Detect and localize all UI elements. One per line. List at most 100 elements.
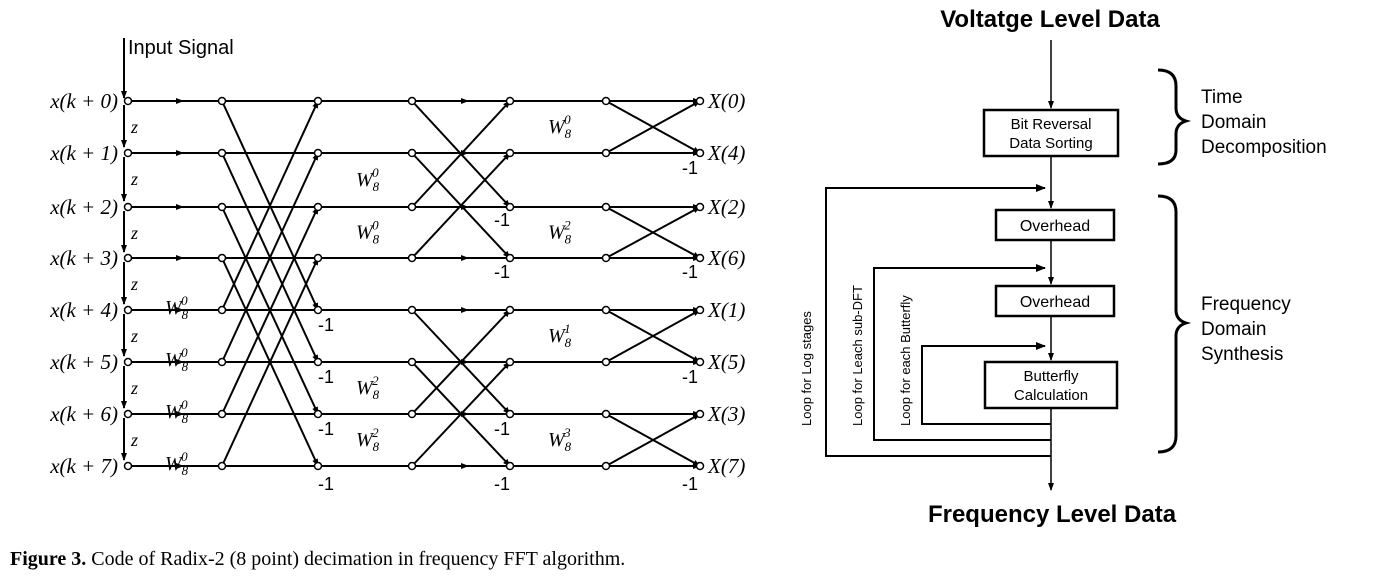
node-5-1 — [217, 357, 227, 367]
cross1-up-0 — [221, 100, 319, 311]
node-7-2 — [313, 461, 323, 471]
time-domain-line1: Time — [1201, 87, 1243, 108]
delay-label-4: z — [130, 326, 138, 346]
twiddle-s2-1: W80 — [356, 218, 380, 247]
delay-label-3: z — [130, 274, 138, 294]
node-7-5 — [601, 461, 611, 471]
butterfly-line1: Butterfly — [1023, 368, 1079, 385]
twiddle-s2-3: W82 — [356, 425, 380, 454]
cross2-up-3 — [411, 361, 511, 467]
delay-label-2: z — [130, 223, 138, 243]
butterfly-line2: Calculation — [1014, 387, 1088, 404]
node-1-6 — [695, 148, 705, 158]
minus-one-1: -1 — [318, 367, 334, 387]
frequency-level-title: Frequency Level Data — [928, 501, 1177, 528]
node-3-4 — [505, 253, 515, 263]
loop-sub-dft-label: Loop for Leach sub-DFT — [850, 285, 865, 426]
input-label-1: x(k + 1) — [49, 141, 118, 165]
minus-one-7: -1 — [494, 474, 510, 494]
cross3-up-3 — [605, 413, 701, 467]
node-0-1 — [217, 96, 227, 106]
node-0-5 — [601, 96, 611, 106]
node-0-0 — [123, 96, 133, 106]
node-2-0 — [123, 202, 133, 212]
cross1-up-2 — [221, 206, 319, 415]
cross2-up-2 — [411, 309, 511, 415]
cross3-up-2 — [605, 309, 701, 363]
delay-label-5: z — [130, 378, 138, 398]
node-6-3 — [407, 409, 417, 419]
cross2-up-0 — [411, 100, 511, 208]
twiddle-s0-3: W80 — [165, 449, 189, 478]
voltage-level-title: Voltatge Level Data — [940, 6, 1160, 33]
loop-butterfly-label: Loop for each Butterfly — [898, 295, 913, 426]
cross2-up-1 — [411, 152, 511, 259]
node-7-4 — [505, 461, 515, 471]
node-5-0 — [123, 357, 133, 367]
input-label-4: x(k + 4) — [49, 298, 118, 322]
freq-domain-line3: Synthesis — [1201, 344, 1283, 365]
overhead-box-1 — [994, 208, 1116, 242]
minus-one-3: -1 — [318, 474, 334, 494]
overhead-box-2 — [994, 284, 1116, 318]
node-5-2 — [313, 357, 323, 367]
output-label-6: X(3) — [707, 402, 745, 426]
cross3-up-0 — [605, 100, 701, 154]
node-6-4 — [505, 409, 515, 419]
twiddle-s2-0: W80 — [356, 165, 380, 194]
node-6-0 — [123, 409, 133, 419]
node-5-4 — [505, 357, 515, 367]
node-7-6 — [695, 461, 705, 471]
twiddle-s0-0: W80 — [165, 293, 189, 322]
minus-one-4: -1 — [494, 210, 510, 230]
input-label-3: x(k + 3) — [49, 246, 118, 270]
twiddle-s3-1: W82 — [548, 218, 572, 247]
cross1-up-1 — [221, 152, 319, 363]
node-5-5 — [601, 357, 611, 367]
delay-label-6: z — [130, 430, 138, 450]
loop-sub-dft-path — [873, 264, 1051, 441]
bit-reversal-box — [982, 108, 1120, 158]
node-3-0 — [123, 253, 133, 263]
loop-log-stages-label: Loop for Log stages — [799, 311, 814, 426]
output-label-1: X(4) — [707, 141, 745, 165]
node-0-3 — [407, 96, 417, 106]
node-4-0 — [123, 305, 133, 315]
output-label-3: X(6) — [707, 246, 745, 270]
node-0-2 — [313, 96, 323, 106]
node-4-4 — [505, 305, 515, 315]
node-1-2 — [313, 148, 323, 158]
caption-label: Figure 3. — [10, 548, 87, 570]
input-label-6: x(k + 6) — [49, 402, 118, 426]
node-2-6 — [695, 202, 705, 212]
bit-reversal-line1: Bit Reversal — [1011, 116, 1092, 133]
output-label-5: X(5) — [707, 350, 745, 374]
minus-one-0: -1 — [318, 315, 334, 335]
node-6-1 — [217, 409, 227, 419]
fft-butterfly-diagram: Input Signal x(k + 0)x(k + 1)x(k + 2)x(k… — [49, 37, 745, 494]
node-7-1 — [217, 461, 227, 471]
node-6-2 — [313, 409, 323, 419]
node-2-3 — [407, 202, 417, 212]
node-7-0 — [123, 461, 133, 471]
node-1-4 — [505, 148, 515, 158]
node-7-3 — [407, 461, 417, 471]
delay-label-0: z — [130, 117, 138, 137]
node-4-3 — [407, 305, 417, 315]
twiddle-s3-2: W81 — [548, 321, 572, 350]
cross3-up-1 — [605, 206, 701, 259]
node-3-5 — [601, 253, 611, 263]
node-2-2 — [313, 202, 323, 212]
node-3-2 — [313, 253, 323, 263]
node-1-3 — [407, 148, 417, 158]
freq-domain-brace — [1157, 194, 1192, 454]
minus-one-10: -1 — [682, 367, 698, 387]
twiddle-s0-1: W80 — [165, 345, 189, 374]
input-signal-label: Input Signal — [128, 37, 234, 59]
input-label-5: x(k + 5) — [49, 350, 118, 374]
minus-one-5: -1 — [494, 262, 510, 282]
minus-one-2: -1 — [318, 419, 334, 439]
minus-one-6: -1 — [494, 419, 510, 439]
node-1-1 — [217, 148, 227, 158]
